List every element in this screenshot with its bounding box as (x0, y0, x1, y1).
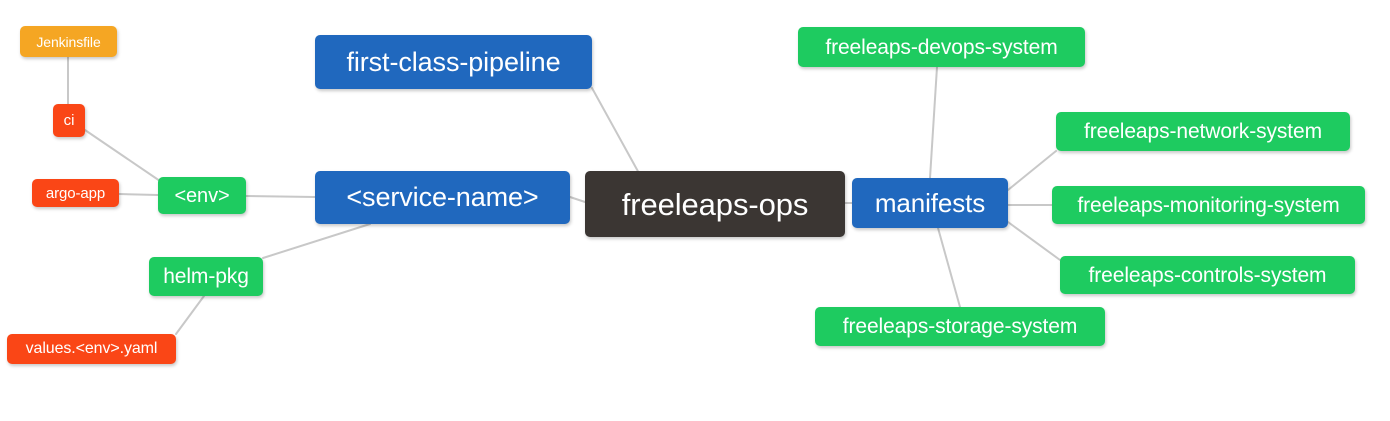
node-label: <env> (174, 184, 230, 207)
node-freeleaps-storage-system[interactable]: freeleaps-storage-system (815, 307, 1105, 346)
node-manifests[interactable]: manifests (852, 178, 1008, 228)
node-ci[interactable]: ci (53, 104, 85, 137)
edge-manifests-to-freeleaps-controls-system (1007, 221, 1061, 261)
node-env[interactable]: <env> (158, 177, 246, 214)
edge-env-to-argo-app (118, 193, 159, 196)
node-label: helm-pkg (163, 265, 249, 288)
node-label: manifests (874, 188, 986, 218)
node-label: values.<env>.yaml (25, 340, 158, 357)
node-label: argo-app (45, 184, 106, 202)
node-label: freeleaps-ops (621, 186, 809, 222)
node-jenkinsfile[interactable]: Jenkinsfile (20, 26, 117, 57)
node-freeleaps-ops[interactable]: freeleaps-ops (585, 171, 845, 237)
edge-helm-pkg-to-values-env-yaml (175, 295, 205, 335)
node-label: freeleaps-controls-system (1088, 263, 1327, 287)
edge-service-name-to-helm-pkg (262, 223, 371, 259)
node-label: freeleaps-devops-system (825, 35, 1058, 59)
node-label: Jenkinsfile (36, 33, 101, 50)
node-helm-pkg[interactable]: helm-pkg (149, 257, 263, 296)
node-label: freeleaps-storage-system (842, 315, 1078, 338)
node-freeleaps-monitoring-system[interactable]: freeleaps-monitoring-system (1052, 186, 1365, 224)
node-freeleaps-controls-system[interactable]: freeleaps-controls-system (1060, 256, 1355, 294)
edge-manifests-to-freeleaps-network-system (1007, 150, 1057, 191)
edge-manifests-to-freeleaps-storage-system (937, 227, 961, 308)
edge-env-to-ci (84, 129, 161, 182)
node-label: freeleaps-monitoring-system (1077, 193, 1340, 217)
node-label: ci (63, 112, 75, 129)
node-label: freeleaps-network-system (1083, 120, 1322, 143)
node-argo-app[interactable]: argo-app (32, 179, 119, 207)
edge-service-name-to-env (245, 195, 316, 198)
edge-freeleaps-ops-to-first-class-pipeline (591, 87, 641, 176)
edge-manifests-to-freeleaps-devops-system (929, 66, 938, 179)
node-service-name[interactable]: <service-name> (315, 171, 570, 224)
node-freeleaps-devops-system[interactable]: freeleaps-devops-system (798, 27, 1085, 67)
node-freeleaps-network-system[interactable]: freeleaps-network-system (1056, 112, 1350, 151)
node-values-env-yaml[interactable]: values.<env>.yaml (7, 334, 176, 364)
node-label: first-class-pipeline (346, 46, 561, 77)
node-first-class-pipeline[interactable]: first-class-pipeline (315, 35, 592, 89)
node-label: <service-name> (346, 182, 539, 212)
edge-freeleaps-ops-to-service-name (569, 196, 586, 203)
